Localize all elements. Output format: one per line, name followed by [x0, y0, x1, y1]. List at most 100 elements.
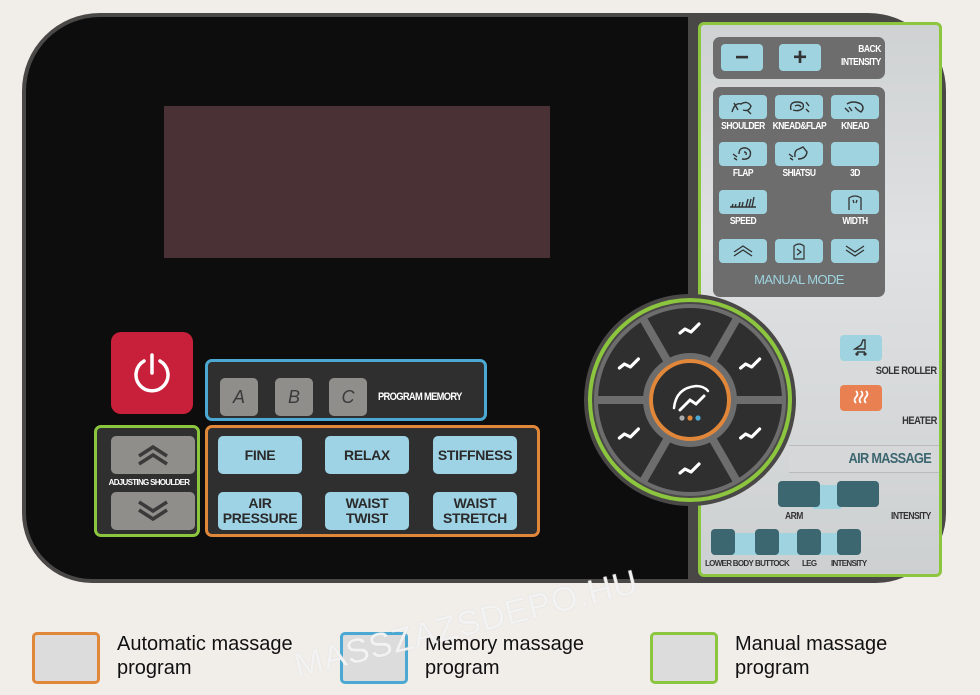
- legend-manual-line1: Manual massage: [735, 633, 888, 655]
- back-intensity-plus-button[interactable]: +: [779, 44, 821, 71]
- program-fine-button[interactable]: FINE: [218, 436, 302, 474]
- back-intensity-label: BACK INTENSITY: [841, 43, 881, 69]
- remote-face-corner: [560, 500, 688, 579]
- shoulder-massage-icon: [731, 101, 752, 115]
- knead-flap-button[interactable]: [775, 95, 823, 119]
- air-connector-2: [721, 533, 851, 555]
- reclining-person-icon: [678, 462, 701, 475]
- program-relax-label: RELAX: [344, 446, 390, 463]
- speed-button[interactable]: [719, 190, 767, 214]
- heater-button[interactable]: [840, 385, 882, 411]
- air-leg-label: LEG: [802, 559, 817, 568]
- manual-mode-title: MANUAL MODE: [754, 272, 844, 287]
- 3d-button[interactable]: [831, 142, 879, 166]
- program-stiffness-label: STIFFNESS: [437, 446, 513, 463]
- air-leg-button[interactable]: [797, 529, 821, 555]
- shiatsu-icon: [788, 146, 808, 161]
- shoulder-up-button[interactable]: [111, 436, 195, 474]
- air-intensity-button-2[interactable]: [837, 529, 861, 555]
- intensity-label: INTENSITY: [841, 57, 881, 68]
- legend-automatic-line1: Automatic massage: [117, 633, 293, 655]
- legend-memory-swatch: [340, 632, 408, 684]
- legend-manual-line2: program: [735, 657, 810, 679]
- air-buttock-button[interactable]: [755, 529, 779, 555]
- program-waist-stretch-label-1: WAIST: [453, 495, 497, 511]
- shoulder-down-button[interactable]: [111, 492, 195, 530]
- flap-button[interactable]: [719, 142, 767, 166]
- program-memory-label: PROGRAM MEMORY: [378, 391, 462, 403]
- air-lower-body-label: LOWER BODY: [705, 559, 754, 568]
- knead-button[interactable]: [831, 95, 879, 119]
- legend-automatic-swatch: [32, 632, 100, 684]
- program-waist-twist-label-2: TWIST: [345, 510, 389, 526]
- adjusting-shoulder-group: ADJUSTING SHOULDER: [94, 425, 200, 537]
- shiatsu-button[interactable]: [775, 142, 823, 166]
- program-stiffness-button[interactable]: STIFFNESS: [433, 436, 517, 474]
- knead-flap-label: KNEAD&FLAP: [772, 121, 827, 132]
- flap-icon: [732, 147, 752, 161]
- air-arm-label: ARM: [785, 511, 803, 522]
- air-intensity-label-1: INTENSITY: [891, 511, 931, 522]
- roller-down-button[interactable]: [831, 239, 879, 263]
- indicator-dot-blue: [695, 415, 701, 421]
- program-air-label-2: PRESSURE: [222, 510, 298, 526]
- air-lower-body-button[interactable]: [711, 529, 735, 555]
- heater-label: HEATER: [902, 415, 937, 427]
- reclining-person-icon: [617, 357, 640, 370]
- width-icon: [848, 195, 862, 210]
- speed-label: SPEED: [729, 216, 757, 227]
- back-intensity-minus-button[interactable]: −: [721, 44, 763, 71]
- dial-segment-6[interactable]: [598, 322, 664, 397]
- dial-segment-3[interactable]: [716, 403, 782, 478]
- air-intensity-label-2: INTENSITY: [831, 559, 867, 568]
- power-button[interactable]: [111, 332, 193, 414]
- chevron-down-icon: [845, 245, 865, 257]
- knead-label: KNEAD: [841, 121, 869, 132]
- chevron-up-icon: [733, 245, 753, 257]
- foot-roller-icon: [852, 339, 867, 356]
- air-arm-button[interactable]: [778, 481, 820, 507]
- lcd-display: [164, 106, 550, 258]
- reclining-person-icon: [678, 322, 701, 335]
- shoulder-label: SHOULDER: [721, 121, 765, 132]
- program-fine-label: FINE: [244, 446, 276, 463]
- memory-button-a[interactable]: A: [220, 378, 258, 416]
- reclining-person-icon: [739, 427, 762, 440]
- zero-gravity-icon: [672, 384, 710, 412]
- double-chevron-up-icon: [138, 444, 168, 466]
- 3d-label: 3D: [850, 168, 860, 179]
- roller-position-button[interactable]: [775, 239, 823, 263]
- width-button[interactable]: [831, 190, 879, 214]
- air-massage-header: [789, 445, 939, 473]
- program-relax-button[interactable]: RELAX: [325, 436, 409, 474]
- sole-roller-button[interactable]: [840, 335, 882, 361]
- roller-up-button[interactable]: [719, 239, 767, 263]
- shoulder-button[interactable]: [719, 95, 767, 119]
- air-intensity-button-1[interactable]: [837, 481, 879, 507]
- dial-segment-5[interactable]: [598, 403, 664, 478]
- adjusting-shoulder-label: ADJUSTING SHOULDER: [108, 478, 190, 487]
- knead-flap-icon: [789, 101, 810, 113]
- dial-segment-4[interactable]: [647, 442, 733, 492]
- program-waist-stretch-label-2: STRETCH: [442, 510, 507, 526]
- reclining-person-icon: [739, 357, 762, 370]
- memory-button-b[interactable]: B: [275, 378, 313, 416]
- dial-segment-2[interactable]: [716, 322, 782, 397]
- speed-bars-icon: [730, 196, 756, 208]
- manual-panel: − + BACK INTENSITY SHOULDER KNEAD&FLAP K…: [698, 22, 942, 577]
- memory-button-c[interactable]: C: [329, 378, 367, 416]
- program-dial: [584, 294, 796, 506]
- power-icon: [134, 353, 170, 393]
- program-waist-twist-label-1: WAIST: [345, 495, 389, 511]
- air-buttock-label: BUTTOCK: [755, 559, 790, 568]
- reclining-person-icon: [617, 427, 640, 440]
- flap-label: FLAP: [732, 168, 754, 179]
- manual-mode-group: SHOULDER KNEAD&FLAP KNEAD FLAP SHIATSU 3…: [713, 87, 885, 297]
